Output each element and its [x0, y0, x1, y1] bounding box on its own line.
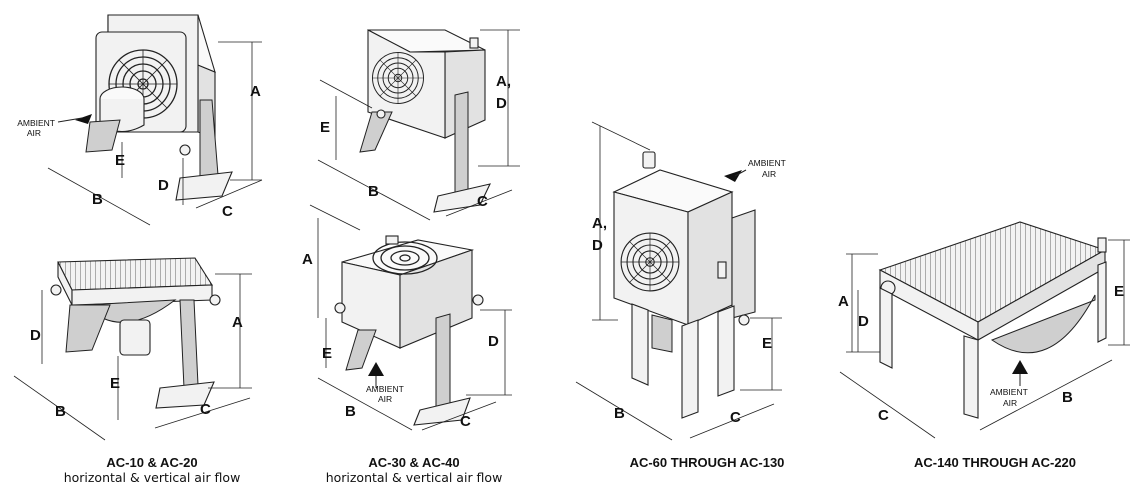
ac30-horizontal-drawing — [359, 29, 491, 213]
dimension-label: B — [92, 191, 103, 208]
dimension-label: A — [302, 251, 313, 268]
dimension-label: B — [368, 183, 379, 200]
ac30-vertical-drawing — [334, 235, 484, 426]
airflow-arrow-icon — [734, 169, 747, 177]
dimension-lines — [839, 239, 1130, 439]
ambient-air-label: AMBIENT — [990, 387, 1028, 397]
dimension-label: E — [322, 345, 332, 362]
dimension-lines — [13, 273, 252, 441]
dimension-label: D — [30, 327, 41, 344]
dimension-label: B — [55, 403, 66, 420]
ambient-air-label: AMBIENT — [748, 158, 786, 168]
figure-caption: AC-30 & AC-40 horizontal & vertical air … — [294, 455, 534, 485]
dimension-label: E — [110, 375, 120, 392]
figure-title: AC-10 & AC-20 — [106, 455, 198, 470]
dimension-label: C — [222, 203, 233, 220]
airflow-arrow-icon — [75, 114, 92, 124]
airflow-arrow-icon — [1012, 360, 1028, 374]
dimension-lines — [47, 41, 263, 226]
dimension-label: D — [158, 177, 169, 194]
dimension-lines — [309, 204, 512, 431]
figure-caption: AC-60 THROUGH AC-130 — [582, 455, 832, 470]
figure-title: AC-30 & AC-40 — [368, 455, 460, 470]
dimension-label: C — [878, 407, 889, 424]
dimension-label: E — [1114, 283, 1124, 300]
dimension-label: D — [496, 95, 507, 112]
dimension-label: B — [345, 403, 356, 420]
figure-caption: AC-140 THROUGH AC-220 — [870, 455, 1120, 470]
airflow-arrow-icon — [368, 362, 384, 376]
airflow-arrow-icon — [724, 170, 742, 182]
ambient-air-label: AIR — [1003, 398, 1017, 408]
dimension-label: A — [232, 314, 243, 331]
ambient-air-label: AIR — [378, 394, 392, 404]
dimension-label: D — [488, 333, 499, 350]
ac140-drawing — [878, 221, 1107, 419]
dimension-label: C — [200, 401, 211, 418]
figure-title: AC-60 THROUGH AC-130 — [629, 455, 785, 470]
dimension-label: D — [592, 237, 603, 254]
ac10-horizontal-drawing — [85, 14, 233, 201]
ambient-air-label: AMBIENT — [17, 118, 55, 128]
dimension-label: C — [730, 409, 741, 426]
ac10-vertical-drawing — [50, 257, 221, 409]
figure-title: AC-140 THROUGH AC-220 — [913, 455, 1077, 470]
dimension-label: E — [762, 335, 772, 352]
figure-caption: AC-10 & AC-20 horizontal & vertical air … — [32, 455, 272, 485]
dimension-label: D — [858, 313, 869, 330]
figure-subtitle: horizontal & vertical air flow — [63, 470, 241, 485]
dimension-lines — [317, 29, 520, 221]
ambient-air-label: AMBIENT — [366, 384, 404, 394]
dimension-label: C — [477, 193, 488, 210]
dimension-label: E — [320, 119, 330, 136]
ac60-drawing — [612, 151, 756, 419]
figure-subtitle: horizontal & vertical air flow — [325, 470, 503, 485]
dimension-lines — [575, 121, 782, 441]
dimension-label: B — [614, 405, 625, 422]
dimension-label: A — [838, 293, 849, 310]
dimension-label: B — [1062, 389, 1073, 406]
ambient-air-label: AIR — [762, 169, 776, 179]
dimension-label: A — [250, 83, 261, 100]
dimension-label: A, — [496, 73, 511, 90]
dimension-label: E — [115, 152, 125, 169]
airflow-arrow-icon — [57, 117, 83, 123]
dimension-label: A, — [592, 215, 607, 232]
ambient-air-label: AIR — [27, 128, 41, 138]
dimension-label: C — [460, 413, 471, 430]
